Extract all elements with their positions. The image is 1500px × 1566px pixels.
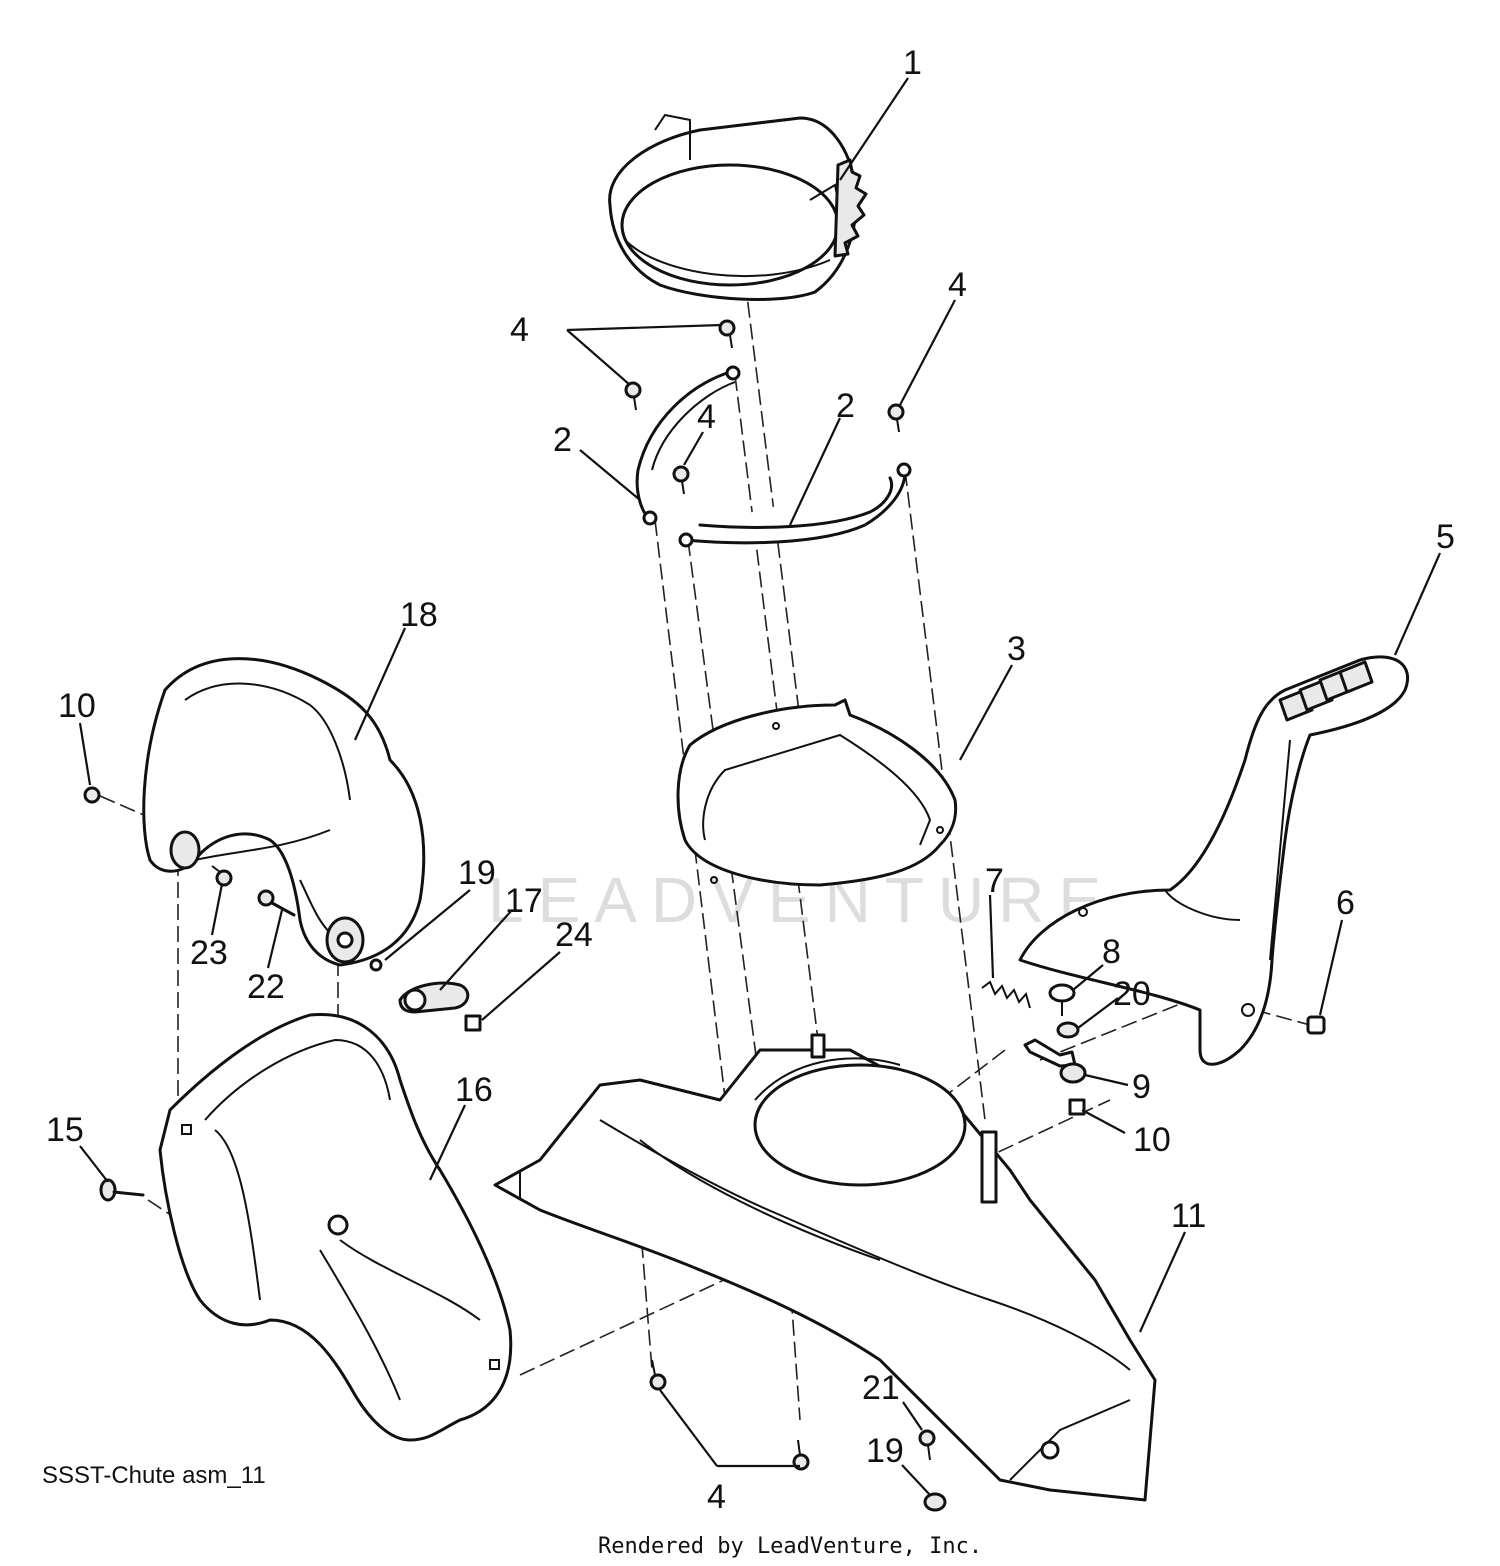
callout-9: 9 xyxy=(1132,1068,1151,1106)
callout-16: 16 xyxy=(455,1071,493,1109)
callout-4c: 4 xyxy=(697,398,716,436)
callout-2b: 2 xyxy=(836,387,855,425)
callout-18: 18 xyxy=(400,596,438,634)
render-credit: Rendered by LeadVenture, Inc. xyxy=(598,1534,982,1559)
callout-10b: 10 xyxy=(1133,1121,1171,1159)
washer-20-icon xyxy=(1056,1021,1080,1039)
screw-icon xyxy=(887,403,905,433)
callout-5: 5 xyxy=(1436,518,1455,556)
callout-22: 22 xyxy=(247,968,285,1006)
upper-deflector-part xyxy=(142,657,426,967)
washer-19-lower-icon xyxy=(923,1492,947,1512)
callout-23: 23 xyxy=(190,934,228,972)
screw-icon xyxy=(718,319,736,349)
callout-1: 1 xyxy=(903,44,922,82)
chute-ring-part xyxy=(608,113,868,301)
arc-strap-left-part xyxy=(635,365,741,526)
screw-4-lower-right-icon xyxy=(792,1439,810,1471)
callout-19a: 19 xyxy=(458,854,496,892)
mounting-plate-part xyxy=(676,698,958,887)
diagram-caption: SSST-Chute asm_11 xyxy=(42,1462,266,1489)
lever-9-icon xyxy=(1023,1038,1087,1084)
bolt-15-icon xyxy=(99,1178,145,1202)
callout-15: 15 xyxy=(46,1111,84,1149)
callout-19b: 19 xyxy=(866,1432,904,1470)
screw-21-icon xyxy=(918,1429,936,1461)
bolt-22-icon xyxy=(257,889,296,917)
handle-part xyxy=(1018,655,1410,1066)
callout-21: 21 xyxy=(862,1369,900,1407)
callout-3: 3 xyxy=(1007,630,1026,668)
callout-24: 24 xyxy=(555,916,593,954)
bolt-8-icon xyxy=(1048,983,1076,1016)
chute-base-part xyxy=(493,1033,1157,1502)
callout-11: 11 xyxy=(1171,1197,1206,1235)
callout-labels: 1 4 4 4 2 2 5 18 3 10 19 7 17 6 24 23 8 … xyxy=(46,44,1455,1516)
callout-4a: 4 xyxy=(510,311,529,349)
knob-17-icon xyxy=(398,981,470,1014)
bolt-23-icon xyxy=(211,865,233,887)
screw-4-lower-left-icon xyxy=(649,1359,667,1391)
screw-icon xyxy=(624,381,642,411)
callout-4b: 4 xyxy=(948,266,967,304)
washer-19-upper-icon xyxy=(369,958,383,972)
small-hardware xyxy=(83,786,1326,1512)
screw-icon xyxy=(672,465,690,495)
callout-17: 17 xyxy=(505,882,543,920)
spring-7-icon xyxy=(981,980,1031,1009)
callout-4d: 4 xyxy=(707,1478,726,1516)
screw-4-group-top xyxy=(624,319,905,495)
callout-8: 8 xyxy=(1102,933,1121,971)
nut-24-icon xyxy=(464,1014,482,1032)
arc-strap-right-part xyxy=(678,462,912,548)
callout-6: 6 xyxy=(1336,884,1355,922)
nut-6-icon xyxy=(1306,1015,1326,1035)
callout-10a: 10 xyxy=(58,687,96,725)
callout-20: 20 xyxy=(1113,975,1151,1013)
lower-deflector-part xyxy=(158,1012,513,1442)
leader-lines xyxy=(78,77,1442,1496)
callout-7: 7 xyxy=(985,862,1004,900)
nut-10-right-icon xyxy=(1068,1098,1086,1116)
callout-2a: 2 xyxy=(553,421,572,459)
nut-10-left-icon xyxy=(83,786,101,804)
